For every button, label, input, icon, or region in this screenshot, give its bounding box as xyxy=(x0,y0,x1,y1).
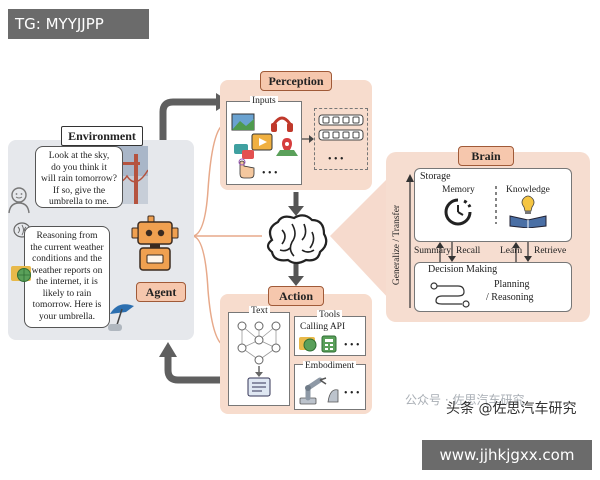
learn-label: Learn xyxy=(500,246,523,256)
person-icon xyxy=(8,187,30,214)
env-to-perception-arrow xyxy=(159,98,218,140)
video-input-icon xyxy=(251,133,273,151)
headphones-input-icon xyxy=(271,116,293,132)
tools-label: Tools xyxy=(317,310,342,320)
storage-box xyxy=(414,168,572,242)
globe-folder-icon xyxy=(11,266,31,282)
watermark-middle: 头条 @佐思汽车研究 xyxy=(446,401,577,417)
umbrella-icon xyxy=(108,304,134,331)
planning-label: Planning xyxy=(494,279,530,290)
action-to-env-arrow xyxy=(164,354,220,384)
robot-icon xyxy=(131,215,179,271)
watermark-top-left: TG: MYYJJPP xyxy=(8,9,149,39)
reasoning-label: / Reasoning xyxy=(486,292,534,303)
environment-title: Environment xyxy=(61,126,143,146)
tools-ellipsis: • • • xyxy=(344,340,360,351)
answer-bubble: Reasoning from the current weather condi… xyxy=(24,226,110,328)
tokens-box xyxy=(314,108,368,170)
inputs-label: Inputs xyxy=(250,96,278,106)
knowledge-book-icon xyxy=(509,195,547,228)
memory-label: Memory xyxy=(442,185,475,195)
embodiment-ellipsis: • • • xyxy=(344,388,360,399)
planning-flow-icon xyxy=(430,282,470,308)
storage-label: Storage xyxy=(420,171,451,182)
text-output-label: Text xyxy=(249,306,270,316)
decision-making-label: Decision Making xyxy=(428,264,498,275)
storage-decision-arrows xyxy=(436,242,532,262)
generalize-transfer-label: Generalize / Transfer xyxy=(392,204,402,286)
image-input-icon xyxy=(231,113,255,131)
api-tool-icons xyxy=(299,335,337,353)
inputs-ellipsis: • • • xyxy=(262,168,278,179)
watermark-bottom-right: www.jjhkjgxx.com xyxy=(422,440,592,470)
retrieve-label: Retrieve xyxy=(534,246,567,256)
embodiment-label: Embodiment xyxy=(303,361,357,371)
agent-link-perception xyxy=(191,123,225,237)
question-bubble: Look at the sky, do you think it will ra… xyxy=(35,146,123,208)
brain-icon xyxy=(266,214,328,265)
recall-label: Recall xyxy=(456,246,481,256)
watermark-faint: 公众号 · 佐思汽车研究 xyxy=(405,393,525,407)
inputs-to-tokens-arrow xyxy=(302,135,314,143)
knowledge-label: Knowledge xyxy=(506,185,550,195)
storage-divider xyxy=(495,186,497,224)
generalize-arrow xyxy=(406,174,414,308)
agent-link-action xyxy=(191,235,225,347)
input-icons xyxy=(231,113,298,179)
location-input-icon xyxy=(276,138,298,156)
tokens-ellipsis: • • • xyxy=(328,154,344,165)
touch-input-icon xyxy=(238,158,255,179)
perception-title: Perception xyxy=(260,71,332,91)
summary-label: Summary xyxy=(414,246,451,256)
agent-label: Agent xyxy=(136,282,186,302)
brain-title: Brain xyxy=(458,146,514,166)
text-network-icon xyxy=(237,321,281,397)
token-rows xyxy=(318,114,364,141)
brain-zoom-cone xyxy=(330,176,390,300)
robot-arm-icon xyxy=(299,377,339,405)
action-title: Action xyxy=(268,286,324,306)
chat-input-icon xyxy=(234,144,254,159)
memory-clock-icon xyxy=(444,198,472,226)
calling-api-label: Calling API xyxy=(300,322,346,332)
